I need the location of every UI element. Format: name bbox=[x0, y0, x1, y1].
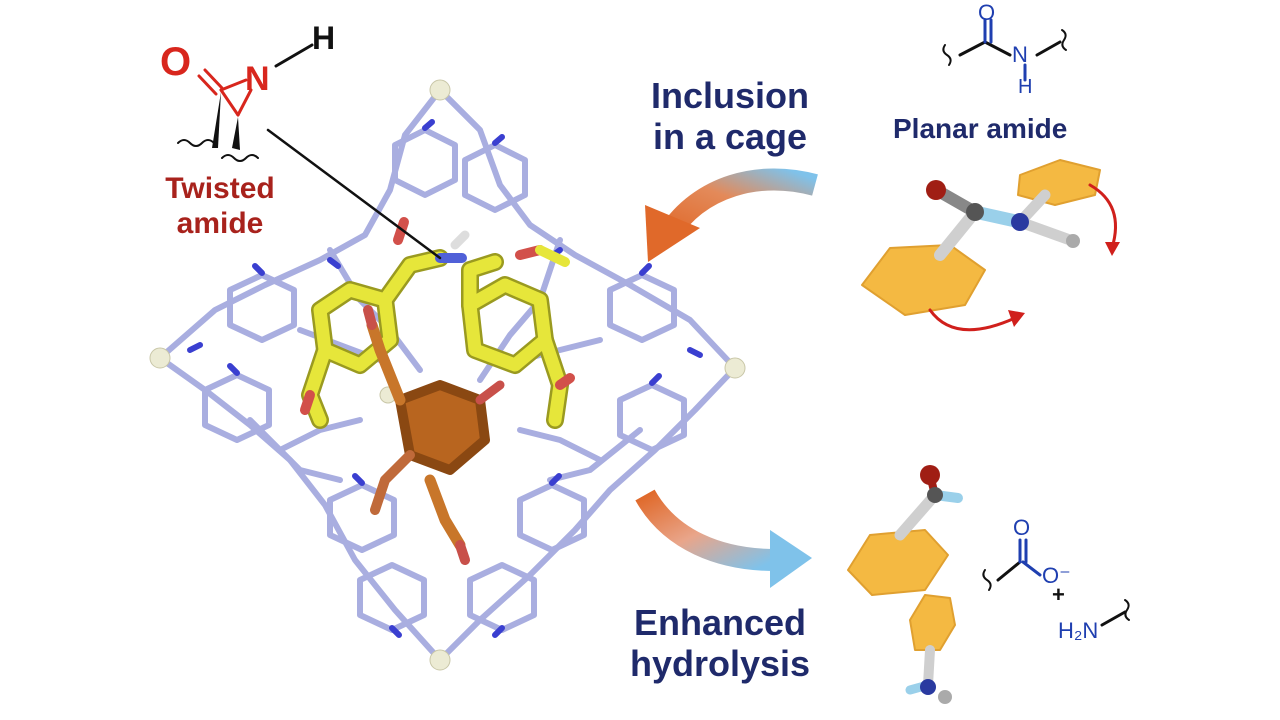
hydrolysis-arrow bbox=[635, 489, 812, 588]
inclusion-line-2: in a cage bbox=[652, 116, 808, 158]
planar-H: H bbox=[1018, 76, 1033, 98]
enhanced-line-1: Enhanced bbox=[633, 602, 807, 643]
hydrolysis-products-model bbox=[847, 465, 963, 704]
twisted-amide-label: Twisted amide bbox=[150, 172, 290, 241]
cage-vertex-atoms bbox=[149, 79, 746, 671]
twisted-amide-line-2: amide bbox=[176, 206, 264, 240]
carboxylate-O: O bbox=[1013, 515, 1031, 540]
carboxylate-O-minus: O⁻ bbox=[1042, 563, 1071, 588]
enhanced-line-2: hydrolysis bbox=[629, 643, 811, 685]
enhanced-hydrolysis-label: Enhanced hydrolysis bbox=[600, 602, 840, 685]
planar-amide-model bbox=[861, 159, 1120, 332]
hydrolysis-products-structure bbox=[982, 538, 1130, 627]
inclusion-arrow bbox=[645, 168, 818, 262]
twisted-O: O bbox=[160, 40, 192, 84]
twisted-amide-line-1: Twisted bbox=[165, 172, 275, 205]
guest-heteroatoms bbox=[300, 217, 575, 415]
twisted-amide-structure bbox=[177, 43, 442, 260]
inclusion-label: Inclusion in a cage bbox=[610, 75, 850, 158]
planar-amide-label: Planar amide bbox=[893, 113, 1068, 144]
twisted-N: N bbox=[245, 60, 270, 98]
plus-sign: + bbox=[1052, 582, 1065, 607]
amine-label: H₂N bbox=[1058, 618, 1099, 643]
planar-N: N bbox=[1012, 42, 1028, 67]
planar-amide-structure bbox=[942, 18, 1067, 82]
guest-orange-molecule bbox=[363, 305, 505, 565]
inclusion-line-1: Inclusion bbox=[650, 75, 809, 116]
twisted-H: H bbox=[312, 20, 336, 56]
planar-O: O bbox=[978, 0, 996, 25]
